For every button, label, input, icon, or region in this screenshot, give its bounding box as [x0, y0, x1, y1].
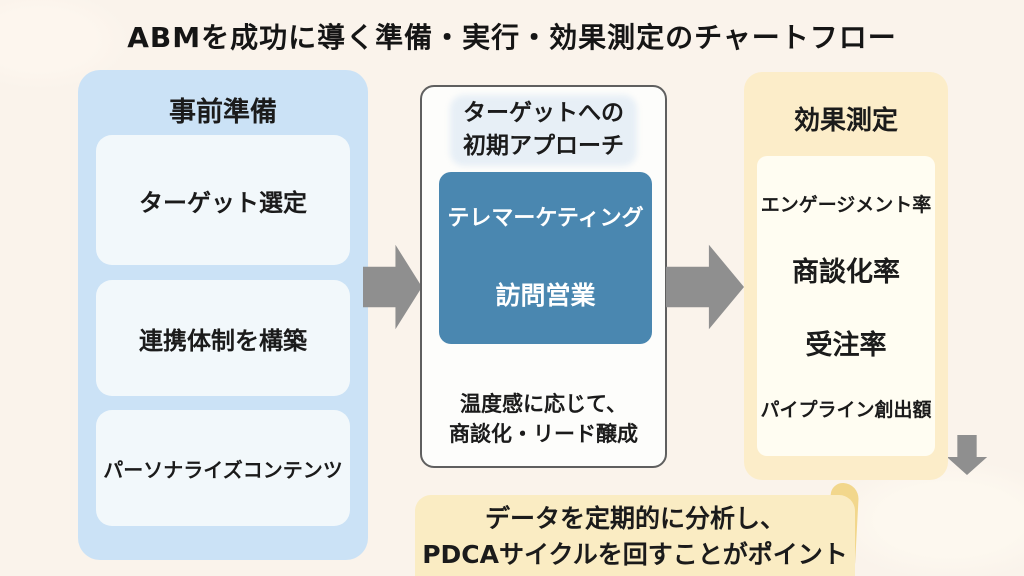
pdca-note: データを定期的に分析し、 PDCAサイクルを回すことがポイント — [415, 495, 855, 576]
nurturing-note-line1: 温度感に応じて、 — [460, 392, 627, 416]
preparation-panel: 事前準備 ターゲット選定 連携体制を構築 パーソナライズコンテンツ — [78, 70, 368, 560]
initial-approach-title-line1: ターゲットへの — [463, 100, 624, 126]
initial-approach-panel: ターゲットへの 初期アプローチ テレマーケティング 訪問営業 温度感に応じて、 … — [420, 85, 988, 475]
pdca-note-line1: データを定期的に分析し、 — [484, 504, 785, 533]
nurturing-note: 温度感に応じて、 商談化・リード醸成 — [422, 389, 665, 450]
card-build-cooperation: 連携体制を構築 — [96, 280, 350, 396]
flow-arrow-down-icon — [946, 435, 988, 475]
measurement-panel-title: 効果測定 — [793, 106, 898, 136]
initial-approach-title-line2: 初期アプローチ — [463, 133, 624, 160]
card-target-selection: ターゲット選定 — [96, 135, 350, 265]
card-personalized-content-label: パーソナライズコンテンツ — [103, 457, 343, 482]
card-personalized-content: パーソナライズコンテンツ — [96, 410, 350, 526]
header-highlight-decoration — [450, 95, 637, 166]
flow-arrow-right-icon — [666, 244, 744, 330]
card-build-cooperation-label: 連携体制を構築 — [139, 326, 307, 355]
metric-order-rate: 受注率 — [805, 329, 887, 361]
card-target-selection-label: ターゲット選定 — [139, 188, 307, 217]
flow-arrow-right-icon — [363, 244, 422, 330]
measurement-panel: 効果測定 エンゲージメント率 商談化率 受注率 パイプライン創出額 — [744, 72, 948, 480]
metric-opportunity-rate: 商談化率 — [792, 257, 900, 289]
approach-methods-box: テレマーケティング 訪問営業 — [439, 172, 652, 344]
metric-engagement-rate: エンゲージメント率 — [760, 193, 932, 216]
pdca-note-line2: PDCAサイクルを回すことがポイント — [422, 540, 848, 570]
initial-approach-panel-title: ターゲットへの 初期アプローチ — [422, 95, 665, 166]
preparation-panel-title: 事前準備 — [169, 97, 277, 128]
nurturing-note-line2: 商談化・リード醸成 — [449, 422, 638, 447]
metric-pipeline-value: パイプライン創出額 — [760, 399, 932, 422]
telemarketing-label: テレマーケティング — [447, 206, 644, 231]
sales-visit-label: 訪問営業 — [495, 281, 596, 310]
metrics-card: エンゲージメント率 商談化率 受注率 パイプライン創出額 — [757, 156, 935, 456]
page-title: ABMを成功に導く準備・実行・効果測定のチャートフロー — [127, 21, 897, 54]
